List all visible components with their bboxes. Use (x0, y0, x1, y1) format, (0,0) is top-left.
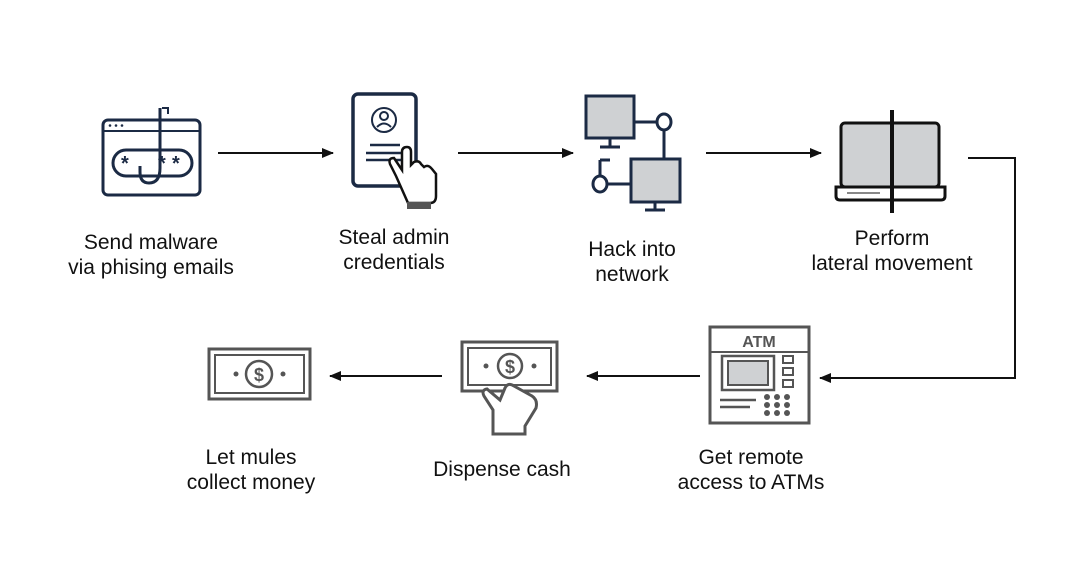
svg-text:*: * (121, 153, 129, 175)
atm-icon: ATM (708, 325, 811, 425)
step-label-dispense-cash: Dispense cash (433, 458, 571, 481)
step-label-mules-collect: Let mules collect money (186, 446, 316, 494)
svg-text:*: * (158, 153, 166, 175)
svg-text:$: $ (505, 357, 515, 377)
hand-cash-icon: $ (460, 340, 559, 436)
laptop-icon (834, 110, 947, 213)
step-label-steal-credentials: Steal admin credentials (338, 226, 450, 274)
step-label-remote-atm-access: Get remote access to ATMs (677, 446, 825, 494)
svg-text:*: * (172, 153, 180, 175)
atm-sign-text: ATM (742, 334, 775, 351)
svg-text:$: $ (254, 365, 264, 385)
arrow-lateral-to-atm (819, 157, 1016, 383)
credentials-icon (351, 92, 438, 209)
step-label-lateral-movement: Perform lateral movement (811, 227, 973, 275)
banknote-icon: $ (207, 347, 312, 401)
step-label-hack-network: Hack into network (588, 238, 676, 286)
network-icon (584, 94, 682, 212)
phishing-icon: * * * (101, 107, 202, 197)
step-label-send-malware: Send malware via phising emails (68, 231, 234, 279)
